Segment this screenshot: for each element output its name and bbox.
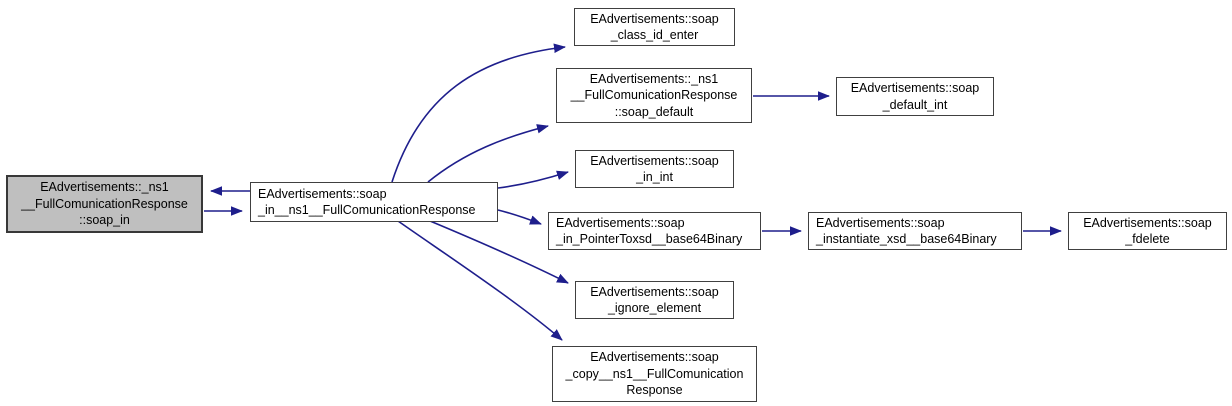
- node-soap-instantiate-xsd-base64binary[interactable]: EAdvertisements::soap _instantiate_xsd__…: [808, 212, 1022, 250]
- node-soap-ignore-element[interactable]: EAdvertisements::soap _ignore_element: [575, 281, 734, 319]
- node-soap-in-int[interactable]: EAdvertisements::soap _in_int: [575, 150, 734, 188]
- node-label-line: _in_PointerToxsd__base64Binary: [556, 232, 743, 246]
- edge-to-ignore-element: [429, 220, 569, 284]
- node-label-line: EAdvertisements::soap: [590, 11, 719, 26]
- edge-to-class-id-enter: [391, 43, 566, 183]
- edge-to-in-pointer: [497, 209, 542, 225]
- edge-to-soap-default: [427, 124, 549, 183]
- node-label-line: __FullComunicationResponse: [570, 88, 738, 103]
- node-label-line: _default_int: [882, 97, 948, 112]
- node-soap-copy-ns1-fullcomunicationresponse[interactable]: EAdvertisements::soap _copy__ns1__FullCo…: [552, 346, 757, 402]
- node-label-line: EAdvertisements::_ns1: [589, 71, 719, 86]
- node-label-line: _in_int: [636, 170, 673, 184]
- node-label-line: EAdvertisements::soap: [556, 215, 685, 230]
- node-soap-in[interactable]: EAdvertisements::_ns1 __FullComunication…: [6, 175, 203, 233]
- node-label-line: EAdvertisements::_ns1: [40, 180, 169, 195]
- node-label-line: Response: [626, 383, 683, 398]
- node-label-line: EAdvertisements::soap: [1083, 215, 1212, 230]
- edge-to-in-int: [497, 170, 569, 189]
- node-label-line: _instantiate_xsd__base64Binary: [816, 232, 997, 246]
- node-label-line: EAdvertisements::soap: [590, 350, 719, 365]
- node-label-line: ::soap_in: [79, 213, 130, 228]
- node-label-line: __FullComunicationResponse: [21, 196, 188, 211]
- node-soap-in-pointertoxsd-base64binary[interactable]: EAdvertisements::soap _in_PointerToxsd__…: [548, 212, 761, 250]
- node-label-line: _copy__ns1__FullComunication: [565, 366, 744, 381]
- node-label-line: _ignore_element: [607, 301, 702, 315]
- node-soap-fdelete[interactable]: EAdvertisements::soap _fdelete: [1068, 212, 1227, 250]
- edge-to-copy: [397, 220, 563, 341]
- node-soap-default-int[interactable]: EAdvertisements::soap _default_int: [836, 77, 994, 116]
- node-label-line: EAdvertisements::soap: [258, 186, 387, 201]
- node-label-line: _class_id_enter: [610, 28, 699, 42]
- node-label-line: EAdvertisements::soap: [590, 153, 719, 168]
- node-label-line: EAdvertisements::soap: [590, 284, 719, 299]
- node-label-line: EAdvertisements::soap: [816, 215, 945, 230]
- node-label-line: ::soap_default: [614, 104, 694, 119]
- node-soap-in-ns1-fullcomunicationresponse[interactable]: EAdvertisements::soap _in__ns1__FullComu…: [250, 182, 498, 222]
- node-soap-class-id-enter[interactable]: EAdvertisements::soap _class_id_enter: [574, 8, 735, 46]
- node-label-line: _in__ns1__FullComunicationResponse: [258, 203, 476, 217]
- node-soap-default[interactable]: EAdvertisements::_ns1 __FullComunication…: [556, 68, 752, 123]
- node-label-line: _fdelete: [1125, 232, 1170, 246]
- node-label-line: EAdvertisements::soap: [850, 81, 980, 95]
